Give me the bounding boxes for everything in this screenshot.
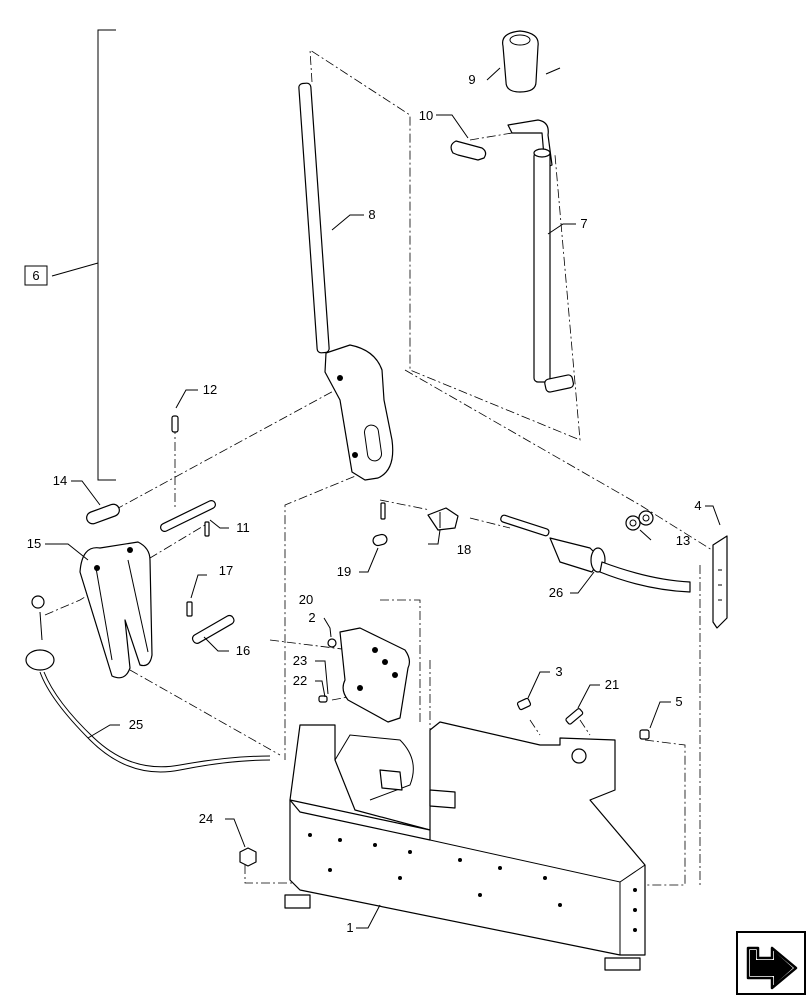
callout-16: 16 [236, 643, 250, 658]
group-bracket [51, 29, 116, 481]
shift-knob [502, 30, 561, 93]
callout-6: 6 [32, 268, 39, 283]
callout-9: 9 [468, 72, 475, 87]
callout-26: 26 [549, 585, 563, 600]
next-page-arrow-icon[interactable] [736, 931, 806, 995]
callout-25: 25 [129, 717, 143, 732]
callout-3: 3 [555, 664, 562, 679]
nut-24 [239, 847, 257, 867]
callout-19: 19 [337, 564, 351, 579]
pivot-bracket [79, 541, 153, 679]
callout-6-box [24, 265, 48, 286]
leader-lines [45, 67, 721, 929]
callout-1: 1 [346, 920, 353, 935]
washer-set [625, 510, 654, 531]
callout-4: 4 [694, 498, 701, 513]
callout-7: 7 [580, 216, 587, 231]
lever-arm-assembly [298, 82, 394, 481]
callout-12: 12 [203, 382, 217, 397]
base-frame [284, 721, 646, 971]
pin-assembly-11 [160, 500, 216, 537]
callout-2: 2 [308, 610, 315, 625]
bent-pin [450, 140, 487, 161]
callout-23: 23 [293, 653, 307, 668]
roll-pin-17 [186, 601, 193, 617]
clevis-pin [372, 502, 388, 547]
pin-14 [86, 503, 120, 525]
shift-cable [500, 514, 691, 593]
control-cable [25, 595, 271, 773]
callout-5: 5 [675, 694, 682, 709]
callout-20: 20 [299, 592, 313, 607]
pin-16 [191, 614, 235, 644]
callout-15: 15 [27, 536, 41, 551]
callout-21: 21 [605, 677, 619, 692]
callout-13: 13 [676, 533, 690, 548]
callout-18: 18 [457, 542, 471, 557]
callout-10: 10 [419, 108, 433, 123]
bolt-5 [639, 729, 650, 740]
roll-pin-12 [171, 415, 179, 433]
assembly-centerlines [44, 49, 721, 886]
callout-14: 14 [53, 473, 67, 488]
callout-labels: 9 10 7 8 6 12 14 11 15 17 16 18 19 26 13… [24, 72, 702, 935]
mounting-plate [318, 627, 411, 723]
callout-22: 22 [293, 673, 307, 688]
cover-plate [712, 535, 728, 629]
callout-17: 17 [219, 563, 233, 578]
callout-8: 8 [368, 207, 375, 222]
lever-rod [507, 119, 575, 393]
bolt-3 [516, 697, 532, 711]
callout-11: 11 [236, 520, 250, 535]
bolt-21 [565, 708, 584, 725]
cable-clevis [427, 507, 459, 531]
callout-24: 24 [199, 811, 213, 826]
